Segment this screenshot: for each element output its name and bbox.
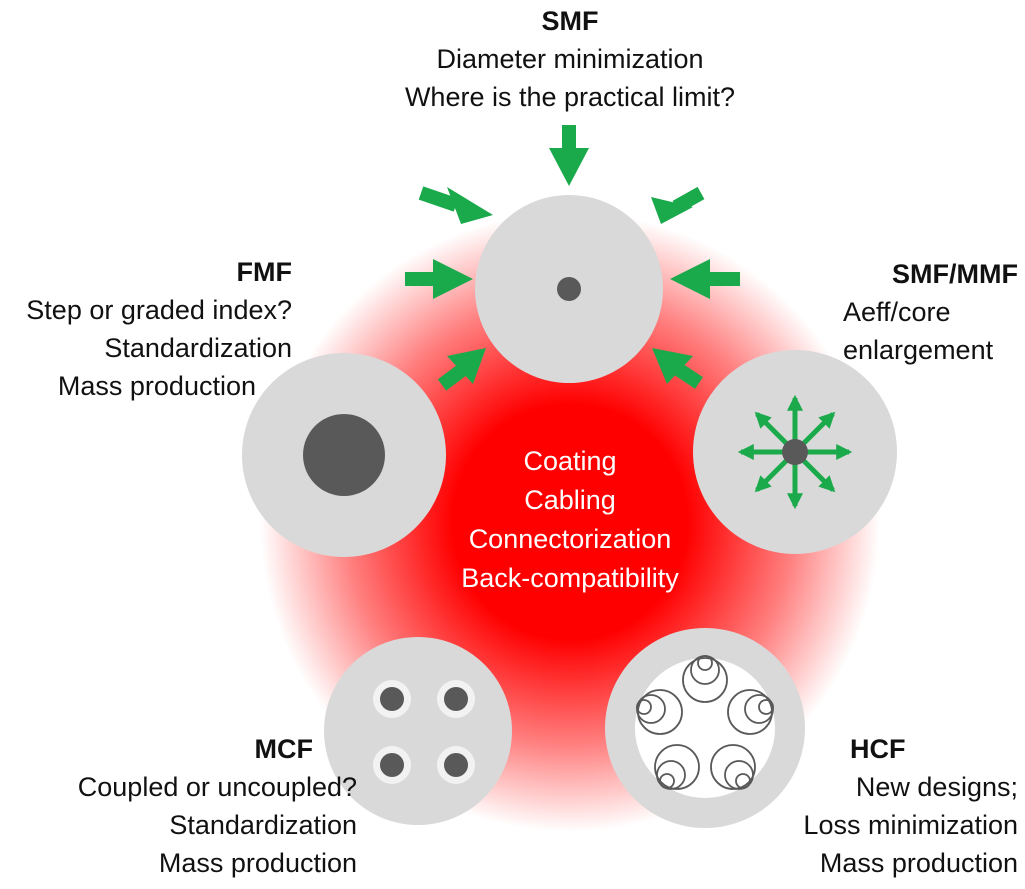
hcf-line-2: Loss minimization [803,810,1018,840]
hcf-capillaries [636,655,774,790]
hcf-fiber [605,628,805,828]
mcf-core-1 [373,680,411,718]
mcf-core-4 [437,746,475,784]
smf-mmf-core [782,439,808,465]
mcf-label: MCF Coupled or uncoupled? Standardizatio… [0,730,357,882]
smf-label: SMF Diameter minimization Where is the p… [370,2,770,116]
arrow-in-lower-left [437,348,486,391]
arrow-in-lower-right [652,348,703,389]
smf-mmf-line-2: enlargement [843,335,994,365]
center-line-coating: Coating [523,446,617,476]
smf-fiber [475,195,663,383]
mcf-core-3 [373,746,411,784]
arrow-in-upper-right [651,186,705,224]
fmf-core [303,414,385,496]
fmf-line-1: Step or graded index? [26,295,292,325]
compression-arrows [405,125,740,391]
center-line-connectorization: Connectorization [468,524,672,554]
hcf-line-3: Mass production [819,848,1018,878]
fmf-fiber [242,353,446,557]
smf-mmf-title: SMF/MMF [892,259,1018,289]
smf-line-2: Where is the practical limit? [404,82,736,112]
mcf-title: MCF [254,734,313,764]
smf-mmf-fiber [693,350,897,554]
hcf-label: HCF New designs; Loss minimization Mass … [760,730,1018,882]
mcf-line-3: Mass production [158,848,357,878]
arrow-in-right [670,259,740,299]
smf-title: SMF [541,6,599,36]
fmf-title: FMF [236,257,292,287]
hcf-title: HCF [850,734,906,764]
center-line-cabling: Cabling [524,485,616,515]
mcf-core-2 [437,680,475,718]
fmf-line-3: Mass production [57,371,256,401]
smf-mmf-label: SMF/MMF Aeff/core enlargement [818,255,1018,369]
mcf-line-1: Coupled or uncoupled? [77,772,357,802]
center-challenges: Coating Cabling Connectorization Back-co… [420,442,720,598]
mcf-line-2: Standardization [169,810,357,840]
smf-mmf-line-1: Aeff/core [843,297,951,327]
fmf-line-2: Standardization [104,333,292,363]
arrow-in-upper-left [418,186,493,224]
smf-line-1: Diameter minimization [436,44,704,74]
hcf-hollow-core [635,658,775,798]
mcf-fiber [324,637,512,825]
arrow-in-left [405,259,473,299]
fmf-label: FMF Step or graded index? Standardizatio… [0,253,292,405]
smf-core [557,277,581,301]
arrow-in-top [549,125,589,186]
center-line-back-compatibility: Back-compatibility [461,563,679,593]
hcf-line-1: New designs; [855,772,1018,802]
